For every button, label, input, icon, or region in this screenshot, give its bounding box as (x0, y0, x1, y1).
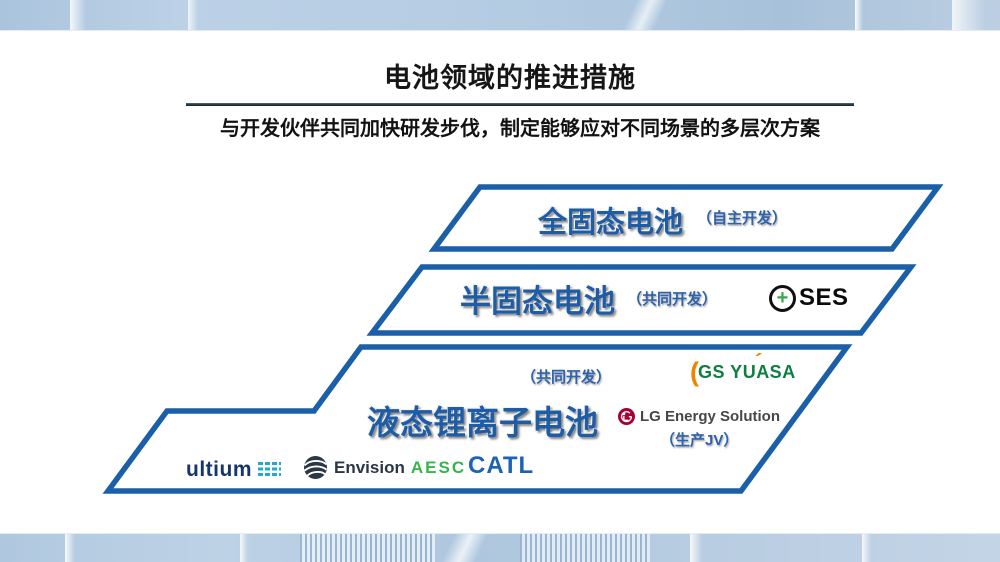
tier3-production-note: （生产JV） (660, 432, 739, 449)
aesc-logo-text: AESC (410, 457, 467, 477)
subtitle: 与开发伙伴共同加快研发步伐，制定能够应对不同场景的多层次方案 (220, 118, 820, 140)
ses-logo-text: SES (799, 284, 849, 311)
ultium-bars-icon (258, 462, 281, 478)
tier1-label: 全固态电池 (538, 207, 684, 239)
bottom-decor-banner (0, 533, 1000, 562)
title-divider (186, 103, 854, 106)
top-decor-banner (0, 0, 1000, 31)
tier-shape-liquid-lithium (102, 344, 853, 494)
envision-logo-text: Envision (334, 457, 405, 477)
tier3-label: 液态锂离子电池 (367, 404, 598, 441)
catl-logo-text: CATL (468, 452, 535, 479)
lg-face-icon (618, 408, 635, 425)
lg-logo-text: LG Energy Solution (640, 408, 781, 425)
ses-logo: + SES (769, 284, 849, 312)
ultium-logo-text: ultium (186, 458, 252, 481)
lg-energy-solution-logo: LG Energy Solution (618, 408, 780, 425)
tier2-note: （共同开发） (627, 291, 718, 308)
page-title: 电池领域的推进措施 (384, 63, 636, 93)
tier-shape-solid-state (428, 184, 944, 252)
ses-circle-plus-icon: + (769, 284, 796, 312)
envision-swirl-icon (303, 456, 328, 479)
envision-aesc-logo: Envision AESC (303, 455, 466, 480)
gs-yuasa-logo: ( ´ GS YUASA (690, 348, 796, 387)
tier2-label: 半固态电池 (460, 284, 615, 319)
gs-yuasa-logo-text: GS YUASA (698, 361, 796, 382)
gs-yuasa-paren-icon: ( (690, 357, 699, 387)
catl-logo: CATL (468, 452, 534, 480)
tier-shape-semi-solid (366, 264, 917, 336)
ultium-logo: ultium (186, 458, 281, 482)
tier3-note: （共同开发） (521, 369, 612, 386)
tier1-note: （自主开发） (697, 210, 788, 227)
